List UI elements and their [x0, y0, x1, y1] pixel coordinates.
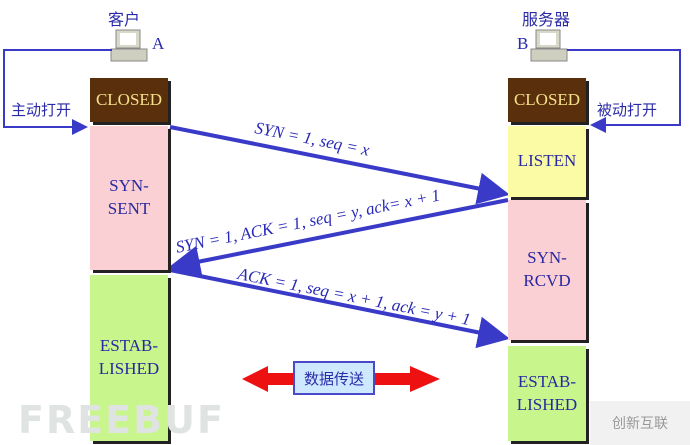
passive-open-arrow — [567, 49, 681, 133]
syn-ack-arrow — [168, 198, 509, 278]
client-state-syn-sent: SYN- SENT — [90, 126, 168, 270]
client-state-closed: CLOSED — [90, 78, 168, 122]
server-title: 服务器 — [522, 10, 571, 29]
client-title: 客户 — [108, 10, 141, 29]
client-computer-icon — [110, 29, 148, 62]
active-open-label: 主动打开 — [11, 101, 72, 119]
freebuf-watermark: FREEBUF — [18, 398, 225, 442]
data-transfer-label: 数据传送 — [293, 361, 375, 395]
server-letter: B — [517, 34, 529, 53]
cdcxhl-watermark: 创新互联 — [590, 401, 690, 445]
active-open-arrow — [3, 49, 112, 135]
server-state-syn-rcvd: SYN- RCVD — [508, 200, 586, 340]
client-letter: A — [152, 34, 165, 53]
syn-arrow — [169, 125, 510, 205]
client-state-established: ESTAB- LISHED — [90, 275, 168, 441]
passive-open-label: 被动打开 — [597, 101, 658, 119]
server-computer-icon — [530, 29, 568, 62]
server-state-closed: CLOSED — [508, 78, 586, 122]
ack-arrow — [169, 268, 510, 349]
server-state-listen: LISTEN — [508, 126, 586, 197]
server-state-established: ESTAB- LISHED — [508, 346, 586, 441]
